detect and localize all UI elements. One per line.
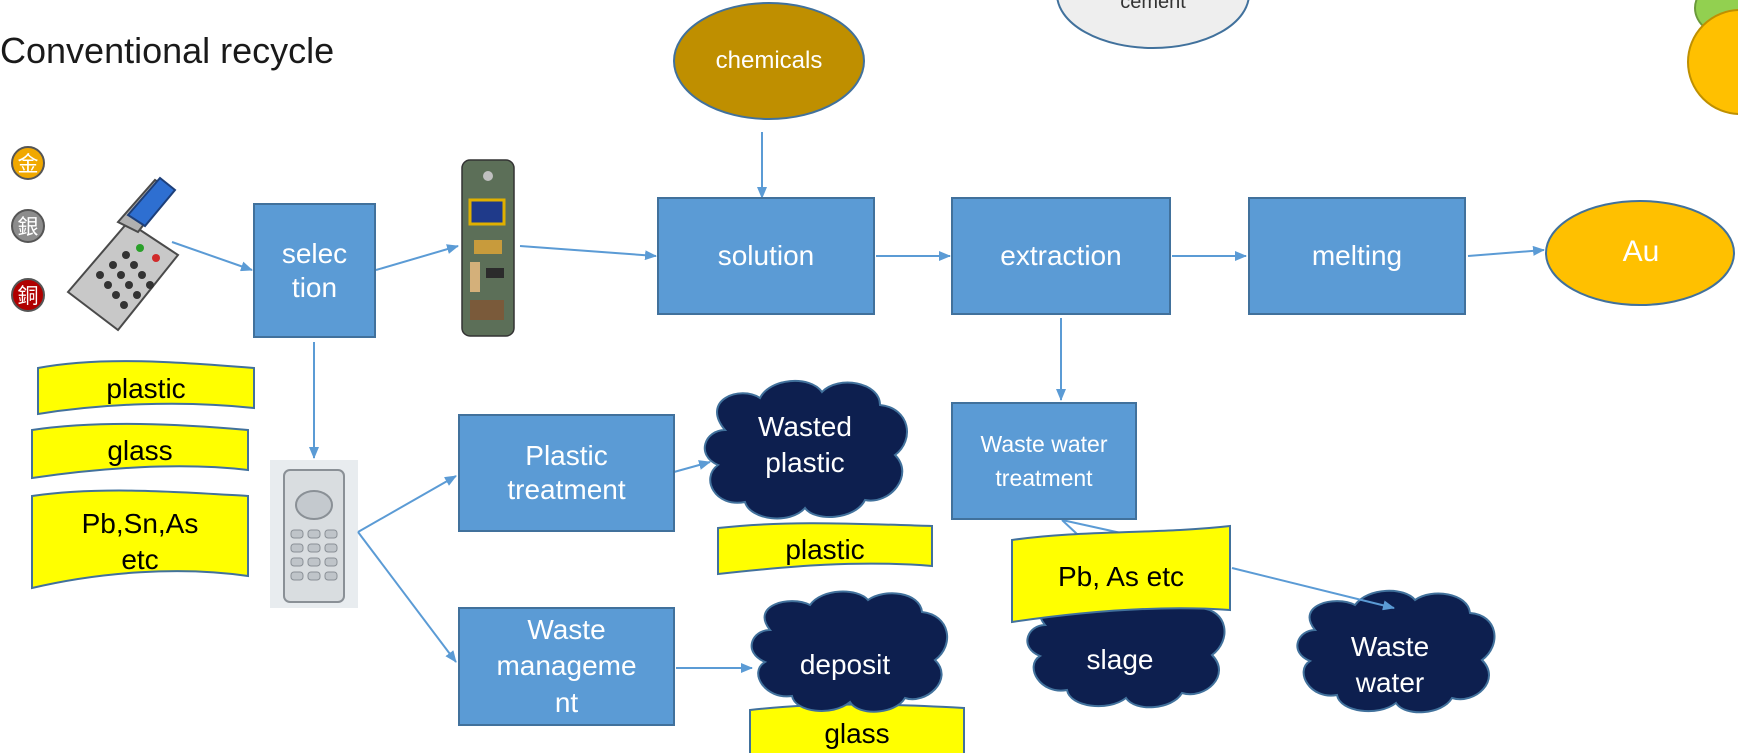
selection-box: selec tion (253, 203, 376, 338)
tag-glass-left-label: glass (107, 434, 173, 466)
cloud-wasted-plastic-shape (703, 380, 908, 520)
phone-illustration (66, 176, 180, 332)
cloud-deposit-label: deposit (799, 649, 891, 681)
circuit-board-illustration (461, 159, 515, 337)
chemicals-oval (673, 2, 865, 120)
phone-frame-illustration (270, 460, 358, 608)
cloud-waste-water-shape (1296, 589, 1496, 714)
waste-water-treatment-box: Waste water treatment (951, 402, 1137, 520)
cloud-deposit-shape (750, 590, 949, 713)
tag-glass-right-label: glass (824, 717, 890, 749)
flow-arrows (171, 132, 1545, 673)
chemicals-label: chemicals (715, 47, 823, 74)
waste-management-box: Waste manageme nt (458, 607, 675, 726)
cloud-wasted-plastic-label: Wasted plastic (758, 410, 852, 478)
tag-plastic-left-shape (37, 360, 255, 416)
melting-box: melting (1248, 197, 1466, 315)
copper-kanji-icon: 銅 (11, 278, 45, 312)
tag-pb-sn-as-shape (31, 489, 249, 590)
tag-pb-sn-as-label: Pb,Sn,As etc (81, 507, 199, 575)
tag-pb-as-shape (1011, 524, 1231, 624)
solution-box: solution (657, 197, 875, 315)
extraction-box: extraction (951, 197, 1171, 315)
tag-glass-left-shape (31, 422, 249, 480)
cement-label: cement (1120, 0, 1186, 13)
cement-oval (1056, 0, 1250, 49)
tag-pb-as-label: Pb, As etc (1057, 560, 1185, 592)
tag-plastic-right-shape (717, 522, 933, 576)
gold-kanji-icon: 金 (11, 146, 45, 180)
tag-plastic-right-label: plastic (785, 533, 865, 565)
cloud-slage-label: slage (1086, 644, 1154, 676)
cloud-waste-water-label: Waste water (1350, 630, 1430, 698)
au-oval (1545, 200, 1735, 306)
tag-plastic-left-label: plastic (106, 372, 186, 404)
plastic-treatment-box: Plastic treatment (458, 414, 675, 532)
corner-gold-decoration (1687, 9, 1738, 115)
page-title: Conventional recycle (0, 30, 335, 71)
silver-kanji-icon: 銀 (11, 209, 45, 243)
au-label: Au (1622, 235, 1660, 268)
